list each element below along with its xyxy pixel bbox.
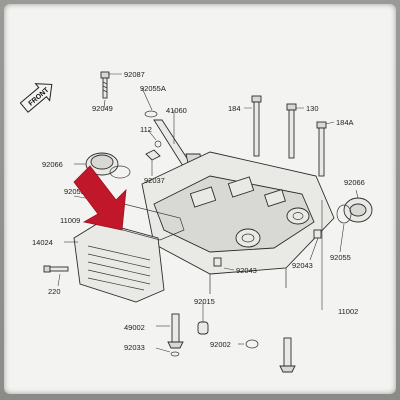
callout-92002: 92002 — [210, 340, 231, 349]
seal-cap-92066-right — [343, 197, 373, 223]
cap-nut-92015 — [197, 304, 209, 335]
callout-112: 112 — [140, 125, 152, 134]
callout-11002: 11002 — [338, 307, 358, 316]
clip-92037 — [145, 149, 161, 161]
parts-diagram-sheet: FRONT — [4, 4, 396, 394]
bolt-130 — [286, 103, 297, 159]
front-arrow: FRONT — [19, 83, 53, 113]
bolt-92049 — [100, 71, 110, 99]
callout-92049: 92049 — [92, 104, 113, 113]
ring-92033 — [170, 351, 180, 357]
callout-184: 184 — [228, 104, 241, 113]
callout-92033: 92033 — [124, 343, 145, 352]
callout-92037: 92037 — [144, 176, 165, 185]
callout-92066-right: 92066 — [344, 178, 365, 187]
o-ring-92055a — [144, 110, 158, 118]
callout-49002-left: 49002 — [124, 323, 145, 332]
washer-112 — [154, 140, 162, 148]
callout-92043-right: 92043 — [292, 261, 313, 270]
callout-130: 130 — [306, 104, 319, 113]
callout-92043-left: 92043 — [236, 266, 257, 275]
callout-92055a: 92055A — [140, 84, 166, 93]
bolt-184 — [251, 95, 262, 157]
callout-11009: 11009 — [60, 216, 80, 225]
washer-92002 — [245, 339, 259, 349]
callout-92015: 92015 — [194, 297, 215, 306]
valve-49002-right — [279, 337, 296, 373]
callout-92087: 92087 — [124, 70, 145, 79]
callout-92055-right: 92055 — [330, 253, 351, 262]
callout-92055-left: 92055 — [64, 187, 85, 196]
cylinder-head-11002 — [141, 151, 335, 294]
seal-cap-92066-left — [85, 152, 131, 179]
red-pointer-arrow — [73, 165, 127, 231]
callout-92066-left: 92066 — [42, 160, 63, 169]
o-ring-92055-right — [336, 204, 352, 224]
dowel-92043-left — [213, 257, 222, 267]
callout-labels: 92087 92055A 92049 41060 112 92066 92037… — [32, 70, 365, 352]
dowel-92043-right — [313, 229, 322, 239]
callout-220: 220 — [48, 287, 61, 296]
bolt-184a — [316, 121, 327, 177]
cylinder-head-cover-14024 — [73, 221, 165, 303]
valve-49002-left — [167, 313, 184, 349]
callout-14024: 14024 — [32, 238, 53, 247]
callout-184a: 184A — [336, 118, 354, 127]
callout-41060: 41060 — [166, 106, 187, 115]
exploded-parts-diagram: FRONT — [19, 70, 373, 373]
screw-220 — [43, 265, 69, 273]
